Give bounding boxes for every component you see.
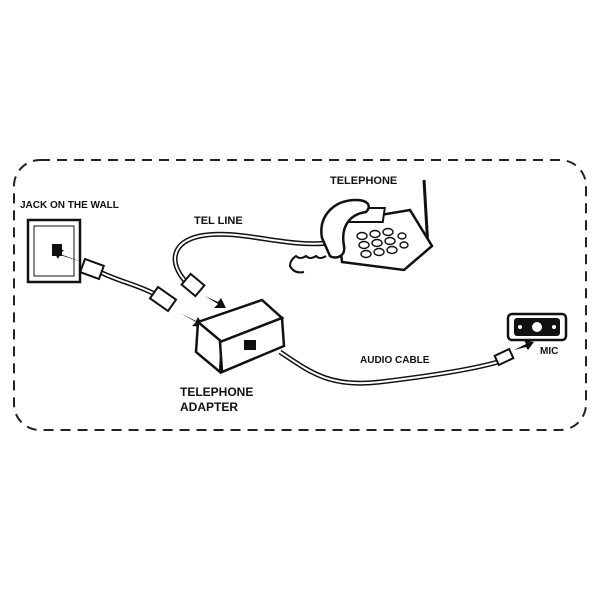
dashed-border [13, 159, 587, 431]
tel-line-label: TEL LINE [194, 215, 243, 227]
adapter-label-line1: TELEPHONE [180, 385, 253, 399]
telephone-icon [288, 179, 434, 274]
plug-icon [180, 272, 206, 298]
telephone-label: TELEPHONE [330, 175, 397, 187]
plug-icon [78, 257, 178, 313]
plug-icon [493, 347, 515, 367]
adapter-icon [194, 298, 286, 375]
jack-label: JACK ON THE WALL [20, 200, 119, 211]
arrow-icon [514, 340, 534, 350]
wall-jack-icon [26, 218, 82, 284]
audio-cable-label: AUDIO CABLE [360, 355, 430, 366]
microphone-icon [506, 312, 568, 342]
adapter-label-line2: ADAPTER [180, 400, 238, 414]
audio-cable [278, 349, 499, 386]
arrow-icon [205, 296, 226, 308]
mic-label: MIC [540, 346, 558, 357]
tel-line-cable [172, 231, 336, 284]
